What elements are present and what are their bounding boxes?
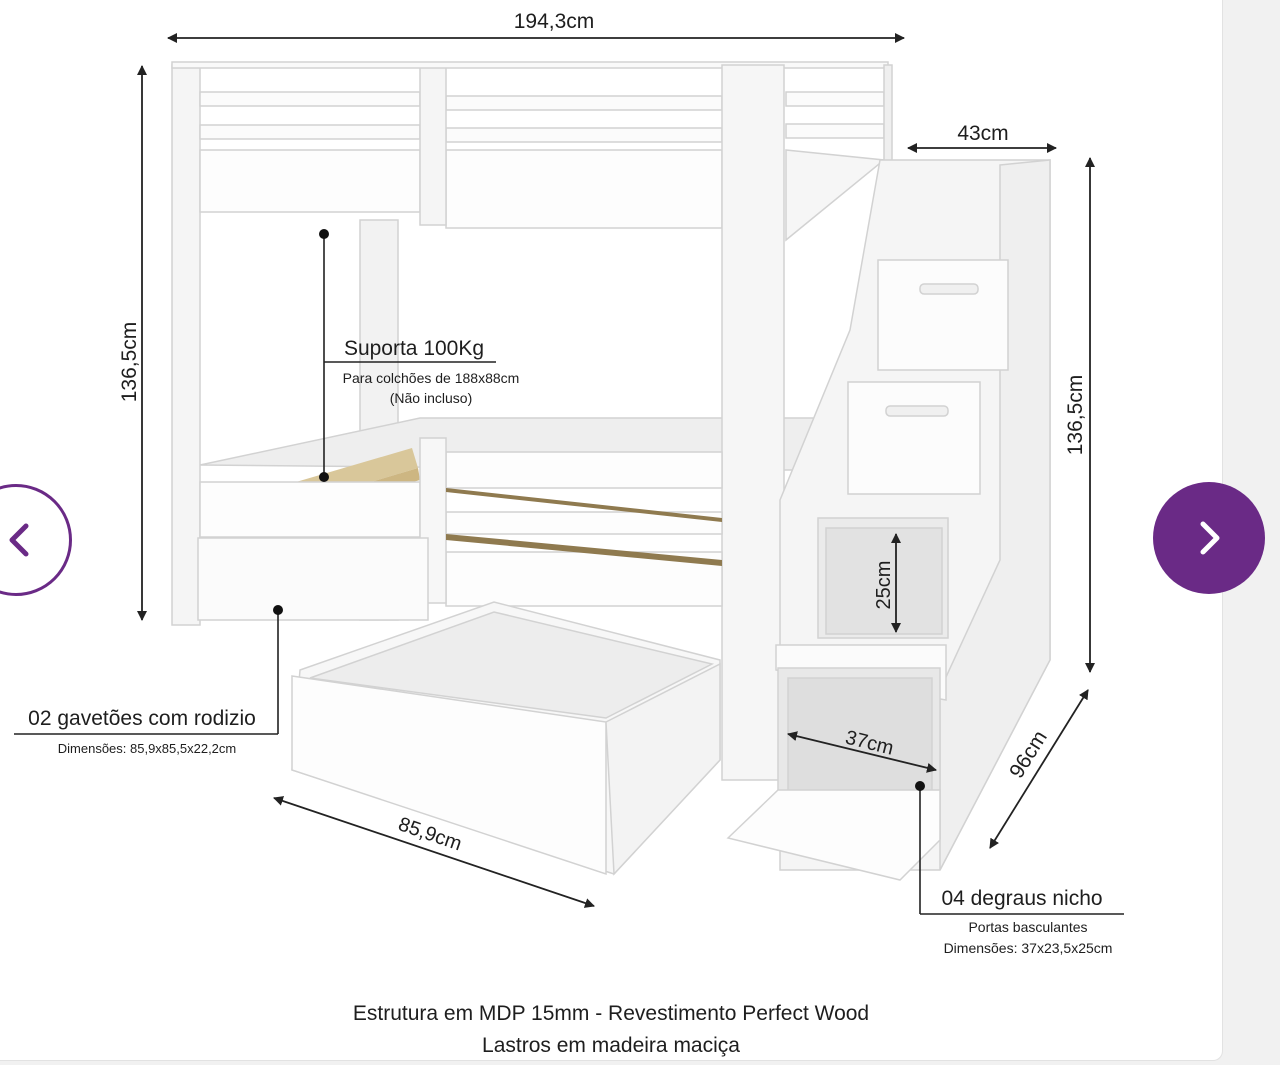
support-line2: (Não incluso) <box>390 390 472 406</box>
chevron-left-icon <box>9 523 29 557</box>
dimension-lines <box>137 33 1095 908</box>
leader-lines <box>14 236 1124 915</box>
height-right-label: 136,5cm <box>1064 375 1087 456</box>
stair-depth-label: 96cm <box>1005 727 1052 783</box>
steps-dims: Dimensões: 37x23,5x25cm <box>944 940 1113 956</box>
chevron-right-icon <box>1200 521 1220 555</box>
steps-title: 04 degraus nicho <box>941 887 1102 910</box>
caption-line2: Lastros em madeira maciça <box>482 1034 740 1057</box>
drawers-title: 02 gavetões com rodizio <box>28 707 256 730</box>
stair-width-label: 43cm <box>957 122 1008 145</box>
niche-height-label: 25cm <box>873 561 895 610</box>
product-image-card: 194,3cm 136,5cm 43cm 136,5cm 96cm 25cm 3… <box>0 0 1223 1061</box>
height-left-label: 136,5cm <box>118 322 141 403</box>
drawers-dims: Dimensões: 85,9x85,5x22,2cm <box>58 741 236 756</box>
caption-line1: Estrutura em MDP 15mm - Revestimento Per… <box>353 1002 869 1025</box>
support-line1: Para colchões de 188x88cm <box>343 370 520 386</box>
width-label: 194,3cm <box>514 10 595 33</box>
bunk-bed-diagram: 194,3cm 136,5cm 43cm 136,5cm 96cm 25cm 3… <box>14 10 1124 1057</box>
support-title: Suporta 100Kg <box>344 337 484 360</box>
steps-line1: Portas basculantes <box>968 919 1087 935</box>
leader-dots <box>273 229 925 791</box>
next-image-button[interactable] <box>1153 482 1265 594</box>
bed-frame <box>171 61 901 876</box>
